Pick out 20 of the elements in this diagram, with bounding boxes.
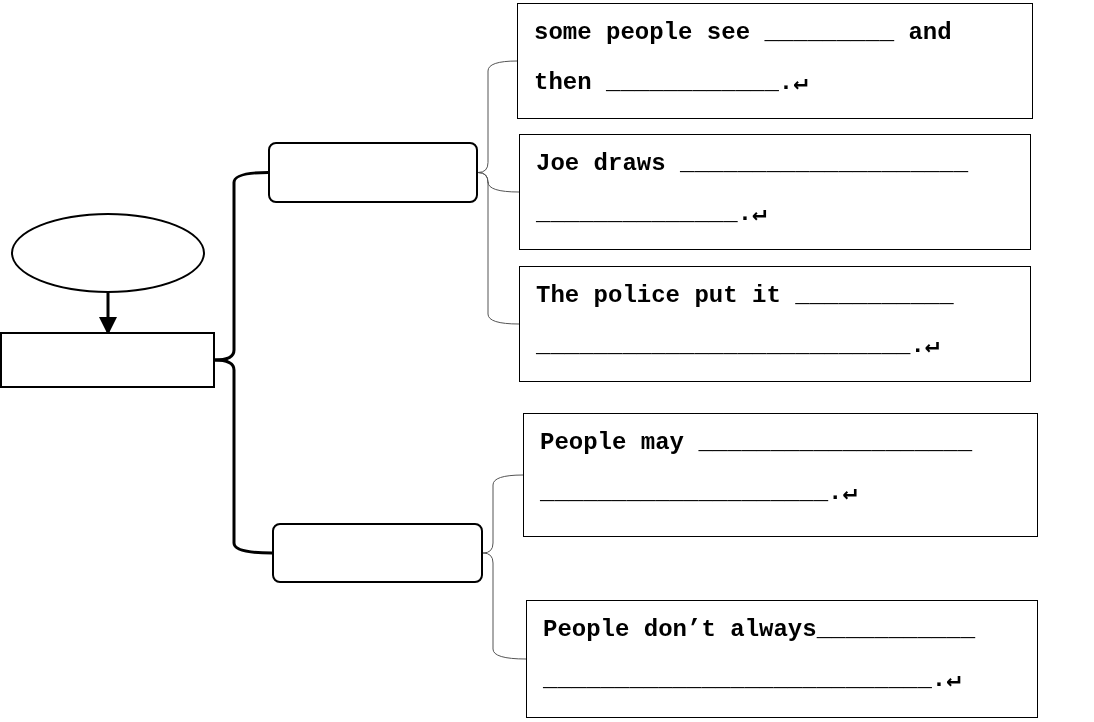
bracket-connector bbox=[482, 552, 527, 660]
fill-in-sentence: The police put it ___________ __________________________.↵ bbox=[536, 281, 955, 361]
bracket-connector bbox=[477, 172, 520, 325]
fill-in-sentence: People may ___________________ ____________________.↵ bbox=[540, 428, 974, 508]
bracket-connector bbox=[482, 474, 524, 554]
sentence-box bbox=[519, 266, 1031, 382]
empty-box bbox=[0, 332, 215, 388]
fill-in-sentence: some people see _________ and then ____________.↵ bbox=[534, 18, 953, 98]
sentence-box bbox=[526, 600, 1038, 718]
bracket-connector bbox=[214, 171, 269, 362]
empty-box bbox=[272, 523, 483, 583]
bracket-connector bbox=[477, 60, 518, 173]
bracket-connector bbox=[214, 358, 272, 555]
fill-in-sentence: Joe draws ____________________ ______________.↵ bbox=[536, 149, 970, 229]
sentence-box bbox=[517, 3, 1033, 119]
empty-box bbox=[268, 142, 478, 203]
fill-in-sentence: People don’t always___________ ___________________________.↵ bbox=[543, 615, 977, 695]
sentence-box bbox=[523, 413, 1038, 537]
sentence-box bbox=[519, 134, 1031, 250]
arrow bbox=[99, 293, 117, 335]
